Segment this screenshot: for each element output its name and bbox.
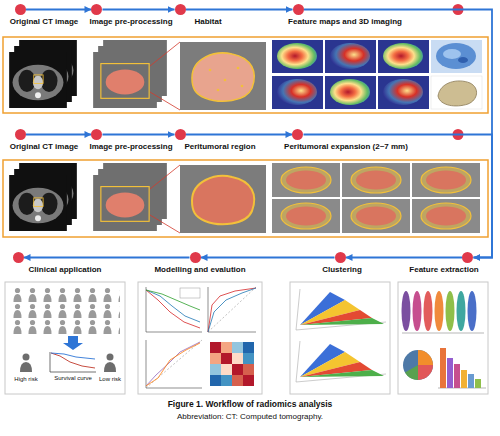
step-node: Image pre-processing	[87, 129, 174, 153]
step-node: Peritumoral region	[174, 129, 258, 153]
step-heading: Clustering	[322, 265, 362, 275]
step-node: Feature maps and 3D imaging	[286, 4, 404, 28]
feature-maps	[272, 40, 482, 109]
step-heading: Feature extraction	[409, 265, 478, 275]
flow-arrow	[346, 257, 463, 259]
model-charts	[146, 287, 256, 388]
step-node: Modelling and evalution	[152, 252, 247, 276]
flow-arrow	[201, 257, 335, 259]
abbreviation-note: Abbreviation: CT: Computed tomography.	[177, 413, 323, 422]
flow-arrow	[26, 134, 92, 136]
preprocessed-images	[93, 40, 167, 231]
step-dot	[91, 129, 102, 140]
step-node: Image pre-processing	[87, 4, 174, 28]
flow-arrow	[102, 134, 174, 136]
step-dot	[91, 4, 102, 15]
clinical-illustration	[10, 287, 120, 372]
bottom-panels	[5, 282, 488, 394]
flow-arrow	[24, 257, 190, 259]
step-dot	[13, 252, 24, 263]
step-dot	[15, 4, 26, 15]
step-dot	[292, 129, 303, 140]
step-node: Original CT image	[8, 4, 80, 28]
step-dot	[175, 129, 186, 140]
step-node: Clustering	[320, 252, 364, 276]
step-heading: Clinical application	[29, 265, 102, 275]
cluster-plots	[296, 289, 386, 382]
step-heading: Peritumoral expansion (2~7 mm)	[284, 142, 408, 152]
illustration-label: High risk	[14, 376, 37, 383]
panel-frame	[3, 37, 488, 237]
step-heading: Image pre-processing	[89, 17, 172, 27]
step-heading: Image pre-processing	[89, 142, 172, 152]
step-node: Feature extraction	[407, 252, 480, 276]
illustration-label: Low risk	[99, 376, 121, 383]
heatmap	[210, 342, 254, 386]
step-node: Habitat	[174, 4, 224, 28]
step-heading: Original CT image	[10, 142, 78, 152]
flow-arrow	[304, 10, 493, 258]
ct-images	[9, 40, 77, 231]
step-heading: Peritumoral region	[184, 142, 255, 152]
step-node: Clinical application	[12, 252, 103, 276]
step-heading: Modelling and evalution	[154, 265, 245, 275]
illustration-label: Survival curve	[54, 375, 92, 382]
flow-arrow	[186, 134, 293, 136]
step-heading: Habitat	[194, 17, 221, 27]
step-heading: Feature maps and 3D imaging	[288, 17, 402, 27]
step-node: Original CT image	[8, 129, 80, 153]
step-dot	[293, 4, 304, 15]
step-dot	[175, 4, 186, 15]
step-dot	[462, 252, 473, 263]
step-dot	[335, 252, 346, 263]
flow-arrow	[102, 9, 174, 11]
flow-dot	[453, 4, 464, 140]
step-dot	[190, 252, 201, 263]
step-heading: Original CT image	[10, 17, 78, 27]
peritumoral-image	[180, 165, 266, 233]
feature-plots	[402, 291, 487, 388]
flow-arrow	[186, 9, 293, 11]
step-dot	[15, 129, 26, 140]
habitat-image	[180, 42, 266, 110]
expansion-images	[272, 163, 480, 233]
flow-arrow	[303, 135, 492, 258]
step-node: Peritumoral expansion (2~7 mm)	[282, 129, 410, 153]
figure-caption: Figure 1. Workflow of radiomics analysis	[168, 400, 333, 409]
flow-arrow	[26, 9, 92, 11]
